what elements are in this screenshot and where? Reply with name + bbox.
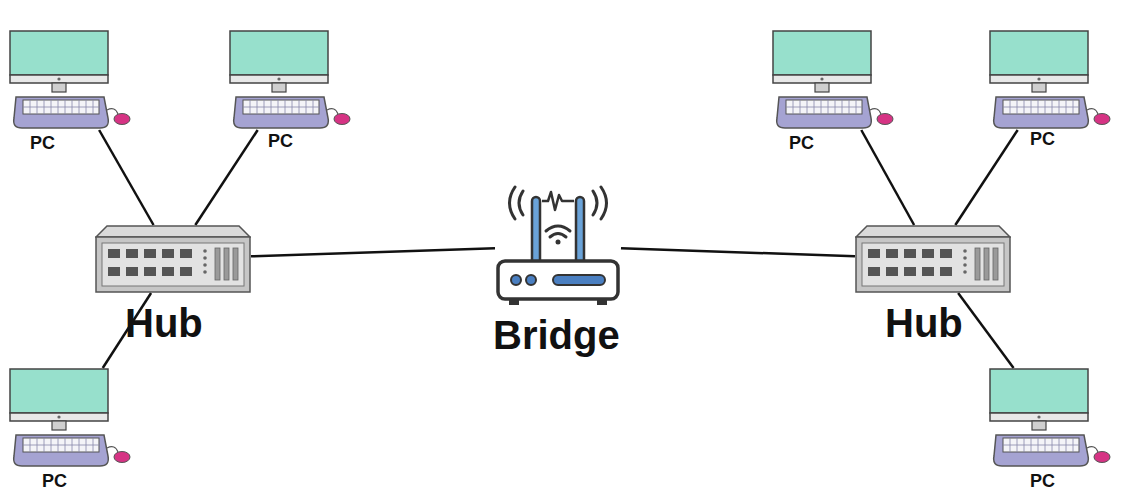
device-label: PC [30, 134, 55, 152]
pc-symbol [771, 30, 896, 130]
pc-node: PC [8, 368, 133, 468]
device-label: Hub [885, 303, 963, 343]
device-label: PC [42, 472, 67, 490]
device-label: PC [789, 134, 814, 152]
network-cable [958, 293, 1013, 368]
hub-node: Hub [95, 225, 251, 293]
pc-node: PC [228, 30, 353, 130]
device-label: PC [1030, 130, 1055, 148]
pc-node: PC [8, 30, 133, 130]
bridge-symbol [495, 185, 621, 307]
network-cable [861, 130, 914, 225]
pc-symbol [228, 30, 353, 130]
network-cable [251, 248, 495, 256]
pc-node: PC [988, 368, 1113, 468]
pc-symbol [8, 368, 133, 468]
pc-symbol [8, 30, 133, 130]
network-cable [955, 130, 1017, 225]
hub-symbol [95, 225, 251, 293]
network-cable [195, 130, 257, 225]
network-cable [99, 130, 153, 225]
hub-symbol [855, 225, 1011, 293]
pc-symbol [988, 30, 1113, 130]
device-label: Bridge [493, 315, 620, 355]
pc-node: PC [988, 30, 1113, 130]
device-label: PC [268, 132, 293, 150]
bridge-node: Bridge [495, 185, 621, 307]
device-label: PC [1030, 472, 1055, 490]
hub-node: Hub [855, 225, 1011, 293]
pc-symbol [988, 368, 1113, 468]
pc-node: PC [771, 30, 896, 130]
device-label: Hub [125, 303, 203, 343]
network-cable [621, 248, 855, 256]
